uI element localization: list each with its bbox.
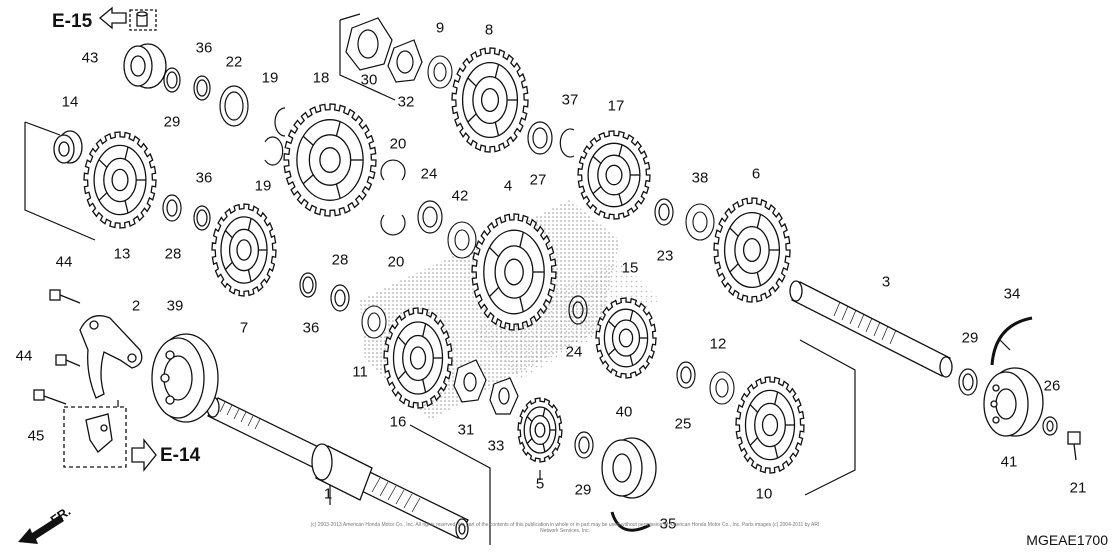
callout-16[interactable]: 16 bbox=[389, 413, 407, 431]
callout-10[interactable]: 10 bbox=[755, 485, 773, 503]
callout-38[interactable]: 38 bbox=[691, 169, 709, 187]
callout-34[interactable]: 34 bbox=[1003, 285, 1021, 303]
gear-4 bbox=[471, 213, 557, 331]
callout-44-a[interactable]: 44 bbox=[55, 253, 73, 271]
callout-19-b[interactable]: 19 bbox=[254, 177, 272, 195]
callout-36-a[interactable]: 36 bbox=[195, 39, 213, 57]
callout-13[interactable]: 13 bbox=[113, 245, 131, 263]
needle-bearings bbox=[361, 55, 735, 405]
washers bbox=[162, 67, 1058, 532]
callout-4[interactable]: 4 bbox=[503, 177, 513, 195]
copyright-notice: (c) 2003-2013 American Honda Motor Co., … bbox=[310, 522, 820, 534]
callout-25[interactable]: 25 bbox=[674, 415, 692, 433]
callout-35[interactable]: 35 bbox=[659, 515, 677, 533]
callout-27[interactable]: 27 bbox=[529, 171, 547, 189]
callout-42[interactable]: 42 bbox=[451, 187, 469, 205]
callout-39[interactable]: 39 bbox=[166, 297, 184, 315]
upper-ref-arrow bbox=[98, 6, 157, 31]
callout-2[interactable]: 2 bbox=[131, 297, 141, 315]
callout-17[interactable]: 17 bbox=[607, 97, 625, 115]
callout-28-b[interactable]: 28 bbox=[331, 251, 349, 269]
gear-8 bbox=[451, 47, 529, 153]
callout-24-b[interactable]: 24 bbox=[565, 343, 583, 361]
callout-22[interactable]: 22 bbox=[225, 53, 243, 71]
callout-20-b[interactable]: 20 bbox=[387, 253, 405, 271]
callout-36-b[interactable]: 36 bbox=[195, 169, 213, 187]
callout-9[interactable]: 9 bbox=[435, 19, 445, 37]
callout-32[interactable]: 32 bbox=[397, 93, 415, 111]
callout-36-c[interactable]: 36 bbox=[302, 319, 320, 337]
gear-10 bbox=[735, 376, 805, 474]
gear-5 bbox=[517, 397, 563, 463]
callout-7[interactable]: 7 bbox=[239, 319, 249, 337]
callout-12[interactable]: 12 bbox=[709, 335, 727, 353]
group-brackets bbox=[24, 13, 1011, 545]
stopper-plate bbox=[33, 289, 1081, 461]
bearings bbox=[53, 43, 1044, 499]
callout-15[interactable]: 15 bbox=[621, 259, 639, 277]
callout-30[interactable]: 30 bbox=[360, 71, 378, 89]
callout-8[interactable]: 8 bbox=[484, 21, 494, 39]
callout-23[interactable]: 23 bbox=[656, 247, 674, 265]
gears bbox=[83, 47, 805, 474]
gear-6 bbox=[713, 197, 791, 303]
callout-14[interactable]: 14 bbox=[61, 93, 79, 111]
callout-3[interactable]: 3 bbox=[881, 273, 891, 291]
gear-13 bbox=[83, 131, 157, 229]
countershaft bbox=[789, 280, 953, 378]
callout-29-b[interactable]: 29 bbox=[574, 481, 592, 499]
callout-11[interactable]: 11 bbox=[352, 363, 368, 381]
callout-29-a[interactable]: 29 bbox=[163, 113, 181, 131]
callout-19-a[interactable]: 19 bbox=[261, 69, 279, 87]
callout-41[interactable]: 41 bbox=[1000, 453, 1018, 471]
callout-20-a[interactable]: 20 bbox=[389, 135, 407, 153]
callout-29-c[interactable]: 29 bbox=[961, 329, 979, 347]
callout-18[interactable]: 18 bbox=[312, 69, 330, 87]
callout-40[interactable]: 40 bbox=[615, 403, 633, 421]
callout-24-a[interactable]: 24 bbox=[420, 165, 438, 183]
callout-45[interactable]: 45 bbox=[27, 427, 45, 445]
callout-5[interactable]: 5 bbox=[535, 475, 545, 493]
callout-44-b[interactable]: 44 bbox=[15, 347, 33, 365]
shading-band-2 bbox=[470, 260, 660, 380]
diagram-code: MGEAE1700 bbox=[1026, 532, 1108, 548]
lower-ref-arrow bbox=[63, 406, 157, 472]
callout-33[interactable]: 33 bbox=[487, 437, 505, 455]
callout-37[interactable]: 37 bbox=[561, 91, 579, 109]
front-direction-arrow bbox=[18, 515, 64, 544]
reference-e14[interactable]: E-14 bbox=[160, 445, 201, 466]
callout-26[interactable]: 26 bbox=[1043, 377, 1061, 395]
mainshaft bbox=[206, 396, 469, 540]
gear-7 bbox=[211, 203, 277, 297]
gear-17 bbox=[577, 130, 651, 220]
callout-21[interactable]: 21 bbox=[1069, 479, 1087, 497]
callout-6[interactable]: 6 bbox=[751, 165, 761, 183]
gear-18 bbox=[283, 103, 377, 217]
callout-28-a[interactable]: 28 bbox=[164, 245, 182, 263]
callout-31[interactable]: 31 bbox=[457, 421, 475, 439]
gear-15 bbox=[595, 297, 657, 379]
lock-washers bbox=[345, 17, 519, 415]
callout-1[interactable]: 1 bbox=[323, 485, 333, 503]
reference-e15[interactable]: E-15 bbox=[52, 11, 93, 32]
callout-43[interactable]: 43 bbox=[81, 49, 99, 67]
gear-16 bbox=[383, 307, 453, 409]
